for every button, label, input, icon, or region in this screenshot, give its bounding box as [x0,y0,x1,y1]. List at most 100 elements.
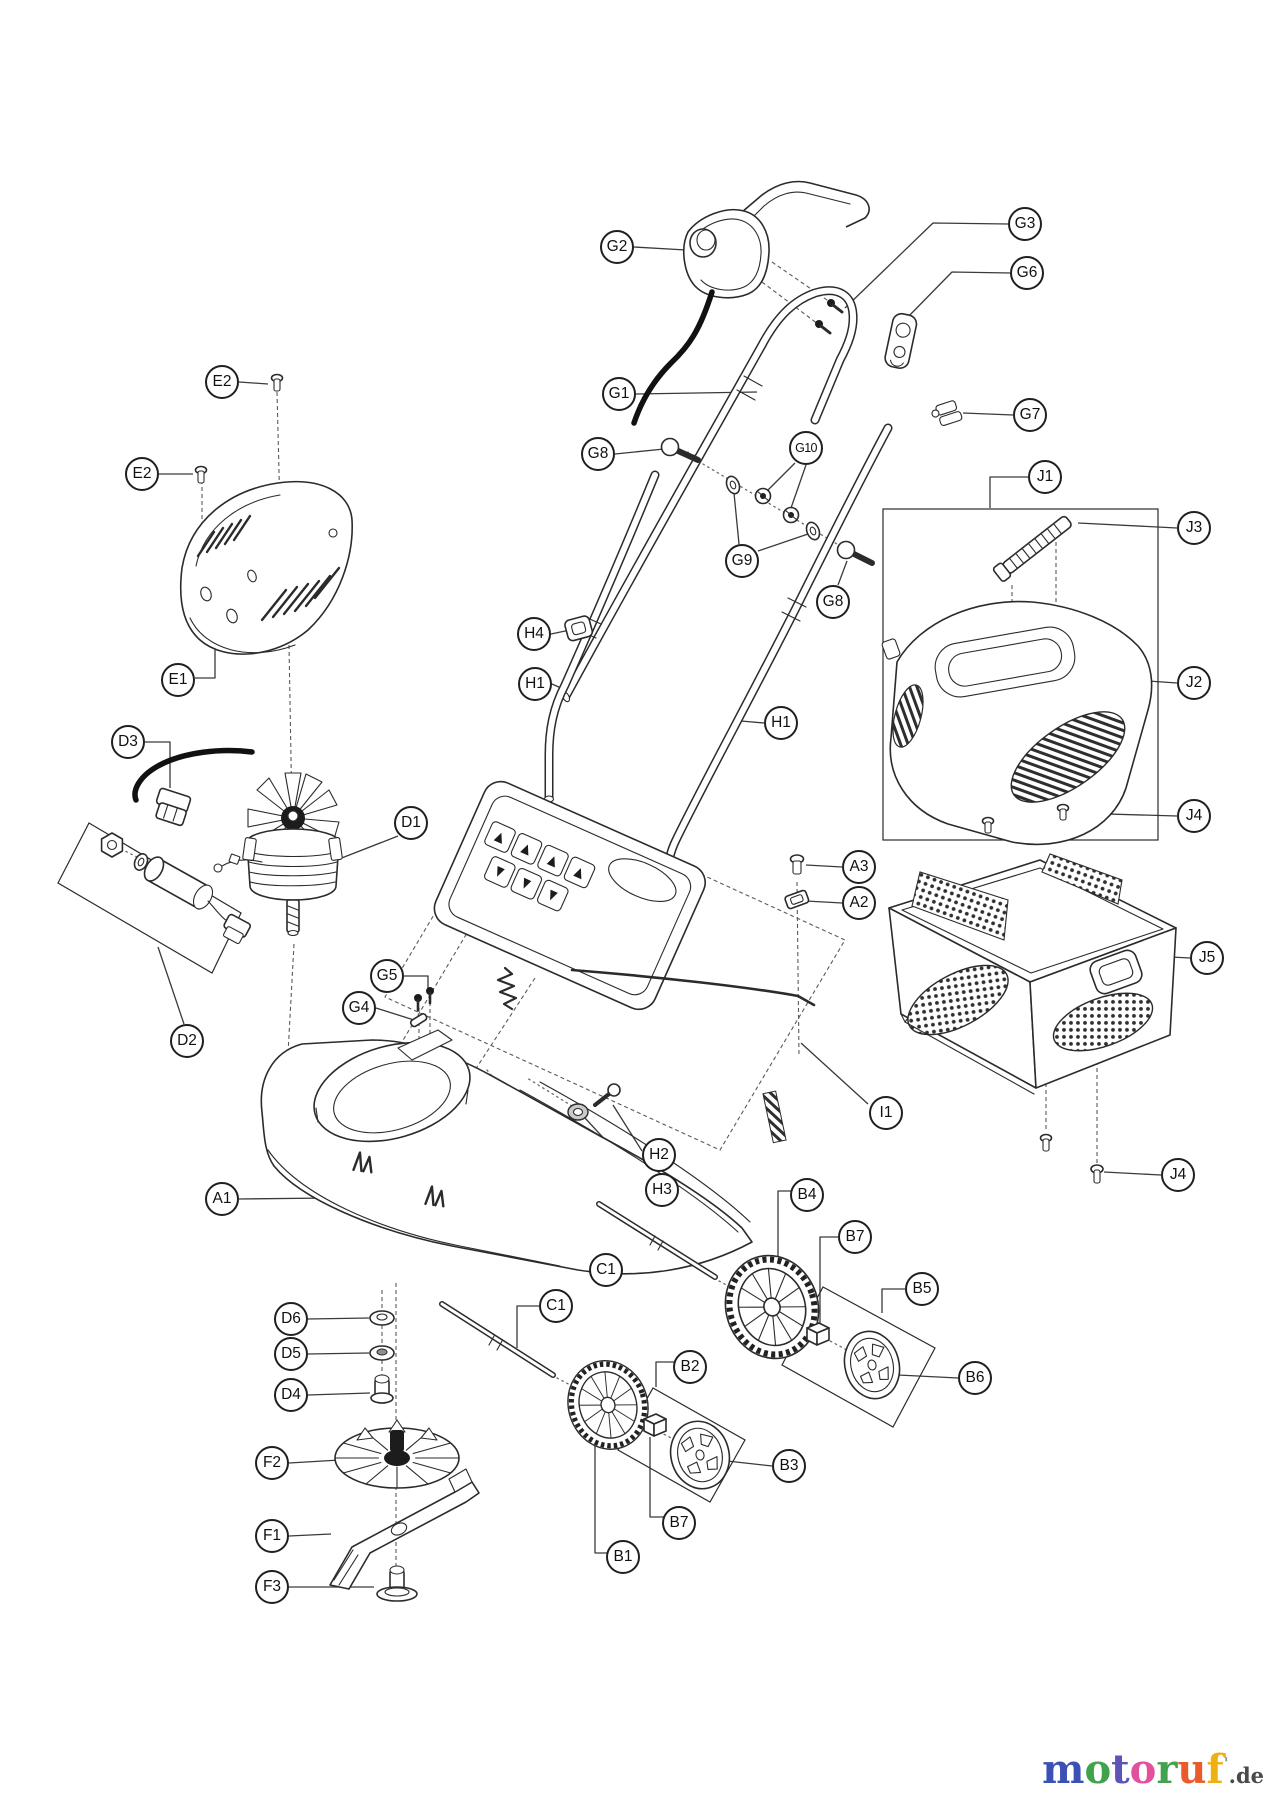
callout-j5: J5 [1190,941,1224,975]
callout-f3: F3 [255,1570,289,1604]
callout-b5: B5 [905,1272,939,1306]
callout-c1a: C1 [589,1253,623,1287]
blade-bolt-part [376,1565,418,1602]
switch-housing-part [631,180,870,426]
callout-d4: D4 [274,1378,308,1412]
cover-screws-e2 [194,373,284,484]
handle-screws-g3 [815,299,844,335]
nuts-g10 [754,487,800,524]
callout-a2: A2 [842,886,876,920]
callout-g9: G9 [725,544,759,578]
rear-wheel-part [724,1254,820,1360]
callout-b7b: B7 [662,1506,696,1540]
callout-g7: G7 [1013,398,1047,432]
callout-g2: G2 [600,230,634,264]
callout-e1: E1 [161,663,195,697]
front-hubcap-part [669,1420,731,1490]
rear-hubcap-part [843,1330,901,1400]
callout-g5: G5 [370,959,404,993]
logo-suffix: .de [1228,1763,1264,1788]
motor-cover-part [179,480,353,655]
callout-d1: D1 [394,806,428,840]
bumper-strip-j3 [992,515,1072,582]
callout-b3: B3 [772,1449,806,1483]
callout-b1: B1 [606,1540,640,1574]
blade-part [329,1468,480,1590]
callout-h2: H2 [642,1138,676,1172]
switch-panel-dashed-box [384,786,846,1151]
callout-f2: F2 [255,1446,289,1480]
logo-letter: o [1129,1746,1157,1793]
callout-g4: G4 [342,991,376,1025]
logo-letter: u [1177,1746,1207,1793]
upper-handlebar-part [561,286,858,703]
callout-a1: A1 [205,1182,239,1216]
callout-b2: B2 [673,1350,707,1384]
motor-armature-part [213,772,343,937]
leader-lines [145,222,1191,1588]
callout-g6: G6 [1010,256,1044,290]
mower-deck-part [260,1029,787,1275]
grass-basket-part [888,853,1177,1184]
callout-b7a: B7 [838,1220,872,1254]
capacitor-group-parts [100,832,252,945]
deck-screw-h2-washer-h3 [567,1083,621,1121]
callout-b4: B4 [790,1178,824,1212]
capacitor-group-box [57,822,242,974]
callout-g8a: G8 [581,437,615,471]
washers-g9 [725,475,821,541]
callout-j1: J1 [1028,460,1062,494]
callout-j2: J2 [1177,666,1211,700]
callout-a3: A3 [842,850,876,884]
callout-h4: H4 [517,617,551,651]
motoruf-logo: motoruf'.de [1042,1750,1264,1790]
lower-handle-tubes [543,423,893,887]
grass-icon [352,1151,373,1174]
screw-a3-clip-a2 [784,854,810,910]
callout-d3: D3 [111,725,145,759]
callout-d5: D5 [274,1337,308,1371]
blade-fan-part [334,1419,460,1489]
callout-d2: D2 [170,1024,204,1058]
logo-letter: f [1206,1746,1224,1793]
axle-nut-b7-front [643,1413,667,1437]
switch-panel-cover-part [433,780,816,1011]
cable-clamp-g7 [931,400,963,426]
callout-h3: H3 [645,1173,679,1207]
logo-tick: ' [1223,1753,1229,1773]
callout-c1b: C1 [539,1289,573,1323]
callout-e2a: E2 [205,365,239,399]
deck-screws-g5-g4 [409,987,434,1028]
callout-e2b: E2 [125,457,159,491]
rod-part [570,968,816,1007]
callout-b6: B6 [958,1361,992,1395]
front-wheel-part [567,1360,649,1450]
callout-g10: G10 [789,431,823,465]
grass-icon [424,1185,445,1208]
callout-h1b: H1 [764,706,798,740]
logo-letter: t [1111,1746,1130,1793]
basket-lid-part [881,600,1153,846]
cable-guide-g6 [884,312,918,370]
blade-fasteners [369,1310,395,1404]
power-cable [631,289,715,426]
axle-nut-b7-rear [806,1322,830,1346]
callout-j4a: J4 [1177,799,1211,833]
motor-lead-cable-d3 [132,747,255,827]
callout-g1: G1 [602,377,636,411]
callout-g3: G3 [1008,207,1042,241]
handle-bolts-g8 [660,437,875,566]
logo-letter: o [1084,1746,1112,1793]
clip-h4 [564,615,594,642]
callout-d6: D6 [274,1302,308,1336]
logo-letter: r [1156,1746,1178,1793]
callout-i1: I1 [869,1096,903,1130]
callout-f1: F1 [255,1519,289,1553]
callout-g8b: G8 [816,585,850,619]
callout-j4b: J4 [1161,1158,1195,1192]
spring-part [496,966,518,1011]
wheel-axles [439,1201,718,1378]
callout-j3: J3 [1177,511,1211,545]
logo-letter: m [1042,1746,1085,1793]
